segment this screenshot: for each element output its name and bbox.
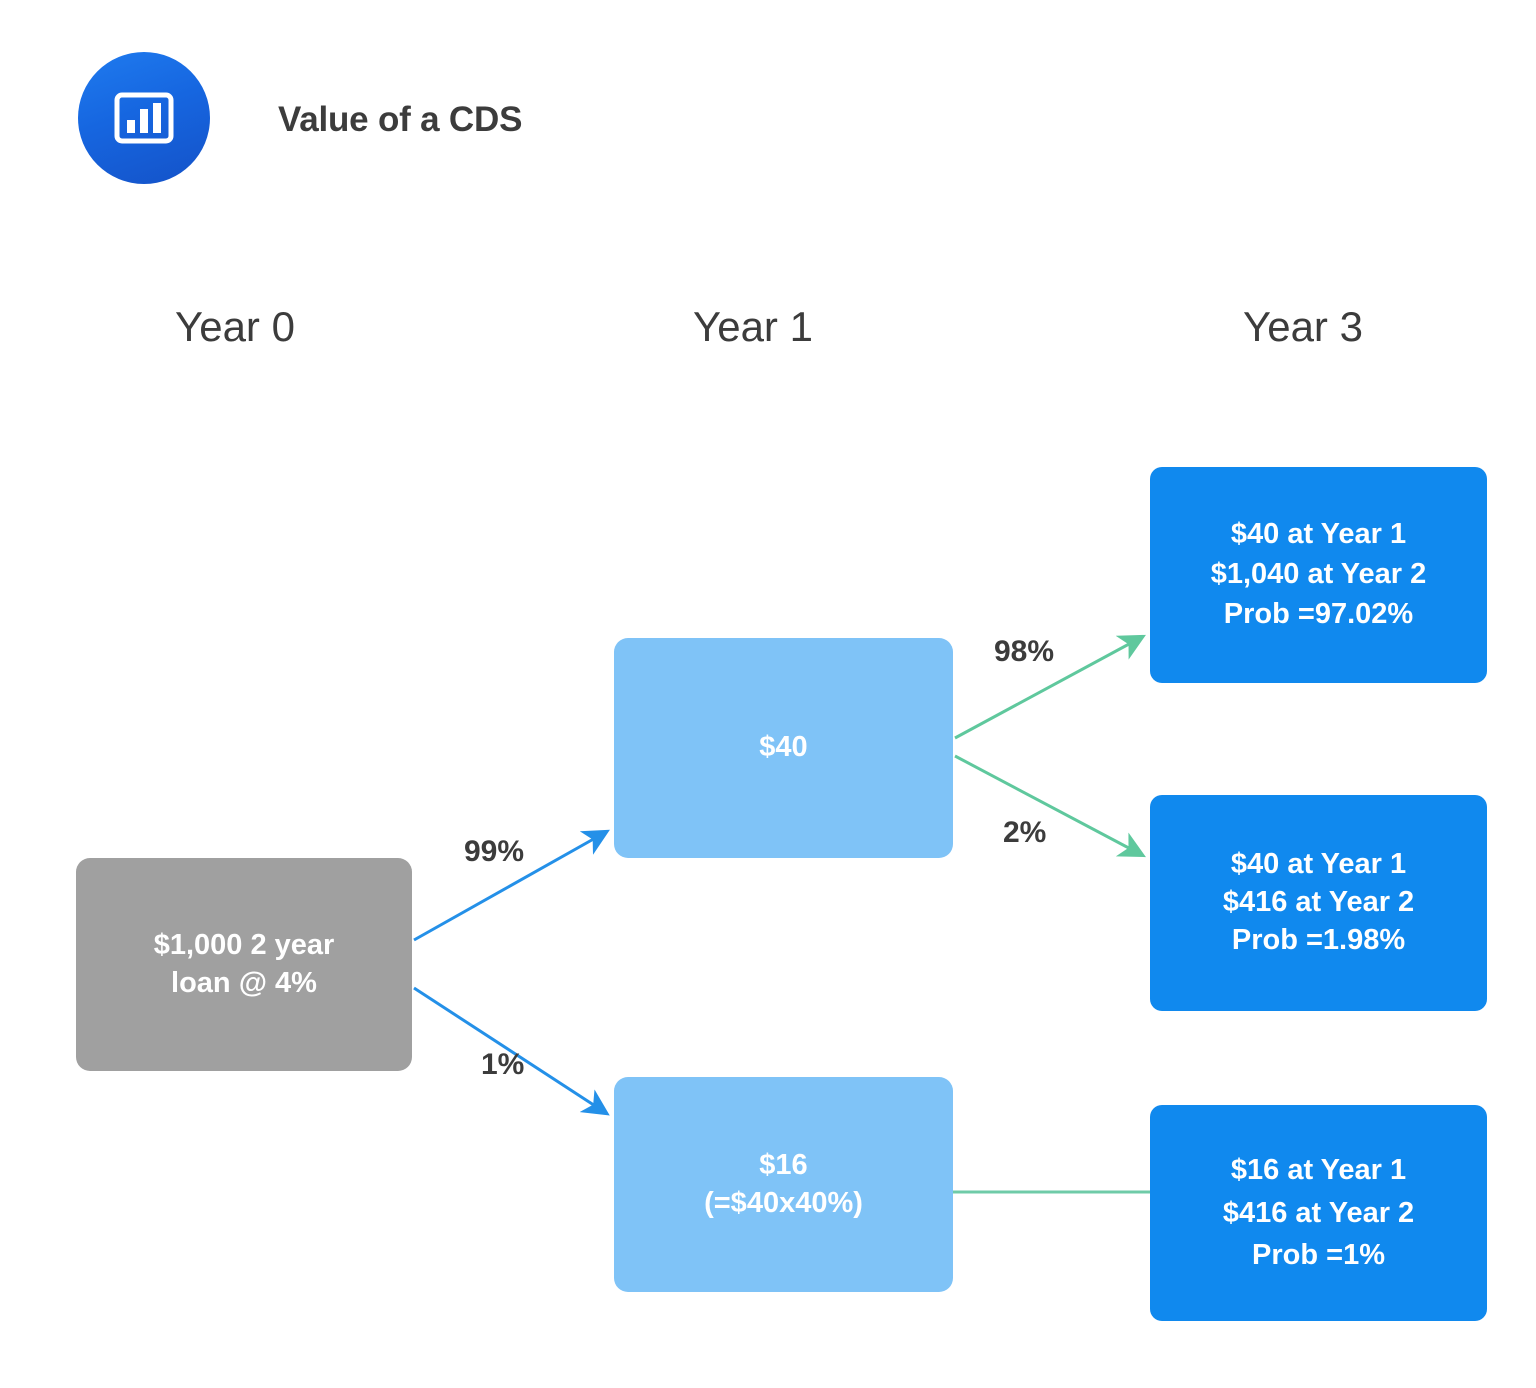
node-year3-a-line-2: $1,040 at Year 2 bbox=[1210, 558, 1427, 591]
node-year1-lower[interactable]: $16 (=$40x40%) bbox=[614, 1077, 953, 1292]
node-year3-b-line-3: Prob =1.98% bbox=[1231, 923, 1406, 956]
column-heading-year-0: Year 0 bbox=[175, 303, 295, 350]
edge-label-99-percent: 99% bbox=[464, 835, 525, 868]
node-year3-b-line-2: $416 at Year 2 bbox=[1222, 886, 1415, 919]
node-year1-lower-line-2: (=$40x40%) bbox=[704, 1186, 863, 1219]
node-root-loan[interactable]: $1,000 2 year loan @ 4% bbox=[76, 858, 412, 1071]
node-year1-lower-line-1: $16 bbox=[759, 1148, 808, 1181]
edge-year1-upper-to-year3-b bbox=[954, 754, 1146, 858]
node-root-line-1: $1,000 2 year bbox=[153, 928, 335, 961]
node-year1-upper-line-1: $40 bbox=[759, 731, 808, 764]
node-year3-c-line-1: $16 at Year 1 bbox=[1230, 1153, 1407, 1186]
page-title: Value of a CDS bbox=[278, 100, 523, 139]
node-root-line-2: loan @ 4% bbox=[171, 966, 317, 999]
bar-chart-icon bbox=[78, 52, 210, 184]
edge-label-1-percent: 1% bbox=[481, 1048, 525, 1081]
node-year3-outcome-a[interactable]: $40 at Year 1 $1,040 at Year 2 Prob =97.… bbox=[1150, 467, 1487, 683]
edge-label-2-percent: 2% bbox=[1003, 816, 1047, 849]
node-year3-c-line-2: $416 at Year 2 bbox=[1222, 1196, 1415, 1229]
column-heading-year-3: Year 3 bbox=[1243, 303, 1363, 350]
edge-label-98-percent: 98% bbox=[994, 635, 1055, 668]
node-year3-c-line-3: Prob =1% bbox=[1252, 1239, 1385, 1272]
node-year3-outcome-c[interactable]: $16 at Year 1 $416 at Year 2 Prob =1% bbox=[1150, 1105, 1487, 1321]
column-heading-year-1: Year 1 bbox=[693, 303, 813, 350]
node-year3-b-line-1: $40 at Year 1 bbox=[1230, 848, 1407, 881]
node-year1-upper[interactable]: $40 bbox=[614, 638, 953, 858]
node-year3-outcome-b[interactable]: $40 at Year 1 $416 at Year 2 Prob =1.98% bbox=[1150, 795, 1487, 1011]
node-year3-a-line-3: Prob =97.02% bbox=[1223, 597, 1414, 630]
node-year3-a-line-1: $40 at Year 1 bbox=[1230, 518, 1407, 551]
